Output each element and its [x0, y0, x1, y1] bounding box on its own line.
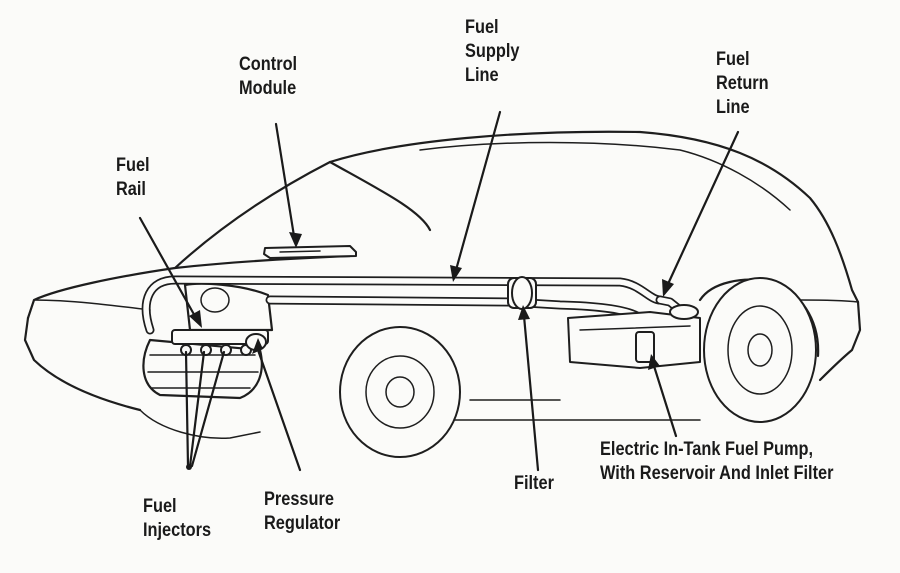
label-fuel-injectors: Fuel Injectors [143, 495, 211, 543]
label-fuel-supply-line-2: Supply [465, 41, 520, 62]
label-fuel-rail-1: Fuel [116, 155, 150, 176]
label-filter-1: Filter [514, 473, 554, 494]
filter-canister [507, 276, 537, 310]
label-fuel-pump-1: Electric In-Tank Fuel Pump, [600, 439, 814, 460]
label-fuel-injectors-2: Injectors [143, 520, 212, 541]
car-body-outline [23, 130, 862, 439]
leader-fuel-supply-line [450, 110, 502, 282]
label-fuel-rail: Fuel Rail [116, 154, 150, 202]
label-fuel-return-line: Fuel Return Line [716, 48, 769, 120]
control-module-box [263, 245, 357, 259]
label-fuel-return-line-3: Line [716, 97, 750, 118]
label-control-module-line-1: Control [239, 54, 298, 75]
leader-pressure-regulator [252, 338, 302, 472]
label-fuel-supply-line-3: Line [465, 65, 499, 86]
rear-wheel [698, 277, 820, 423]
front-wheel [339, 326, 461, 458]
leader-control-module [274, 122, 302, 248]
leader-fuel-return-line [662, 130, 740, 297]
label-fuel-injectors-1: Fuel [143, 496, 177, 517]
label-control-module: Control Module [239, 53, 297, 101]
leader-fuel-rail [138, 216, 202, 328]
label-fuel-return-line-2: Return [716, 73, 769, 94]
leader-filter [518, 305, 540, 472]
label-pressure-regulator-2: Regulator [264, 513, 341, 534]
label-fuel-rail-2: Rail [116, 179, 146, 200]
leader-fuel-pump [648, 354, 678, 438]
label-control-module-line-2: Module [239, 78, 297, 99]
label-filter: Filter [514, 472, 554, 496]
fuel-rail [171, 329, 269, 356]
fuel-tank [567, 304, 701, 369]
label-fuel-supply-line-1: Fuel [465, 17, 499, 38]
label-pressure-regulator-1: Pressure [264, 489, 334, 510]
label-fuel-return-line-1: Fuel [716, 49, 750, 70]
label-fuel-pump-2: With Reservoir And Inlet Filter [600, 463, 834, 484]
label-fuel-supply-line: Fuel Supply Line [465, 16, 519, 88]
leader-fuel-injectors [184, 350, 226, 470]
label-pressure-regulator: Pressure Regulator [264, 488, 340, 536]
label-fuel-pump: Electric In-Tank Fuel Pump, With Reservo… [600, 438, 833, 486]
